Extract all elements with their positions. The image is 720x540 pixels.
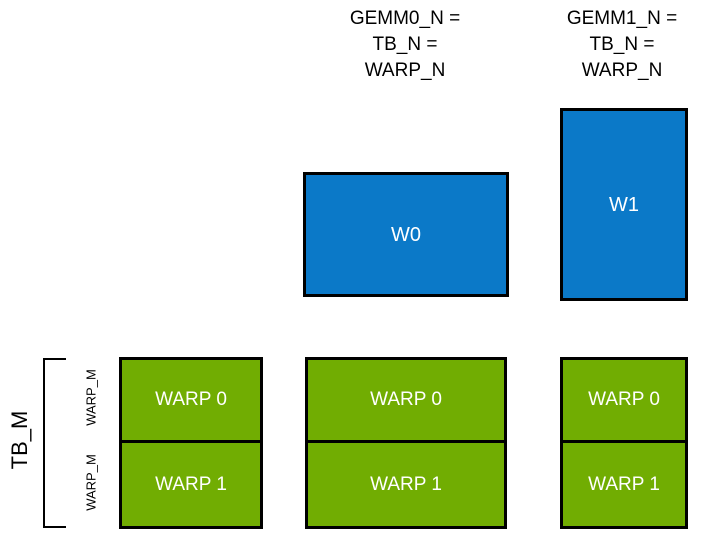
warp-column-1: WARP 0 WARP 1	[305, 357, 507, 529]
column-header-gemm0: GEMM0_N = TB_N = WARP_N	[349, 8, 461, 81]
warp-tile-w1-label: W1	[609, 193, 639, 216]
warp-cell-0-1-label: WARP 1	[155, 473, 227, 495]
warp-cell-1-0: WARP 0	[308, 360, 504, 443]
warp-cell-1-0-label: WARP 0	[370, 389, 442, 410]
warp-cell-2-0: WARP 0	[563, 360, 685, 443]
warp-column-0: WARP 0 WARP 1	[119, 357, 263, 529]
column-header-gemm1: GEMM1_N = TB_N = WARP_N	[566, 8, 678, 81]
warp-tile-w0: W0	[303, 172, 509, 297]
warp-cell-0-1: WARP 1	[122, 443, 260, 526]
warp-cell-1-1-label: WARP 1	[370, 473, 442, 495]
warp-cell-0-0: WARP 0	[122, 360, 260, 443]
warp-cell-1-1: WARP 1	[308, 443, 504, 526]
warp-cell-2-1-label: WARP 1	[588, 473, 660, 495]
tb-m-bracket	[43, 358, 66, 528]
warp-cell-2-0-label: WARP 0	[588, 389, 660, 410]
tb-m-axis-label: TB_M	[7, 410, 32, 470]
warp-m-axis-label-top: WARP_M	[83, 369, 99, 426]
warp-tile-w0-label: W0	[391, 223, 421, 246]
warp-cell-0-0-label: WARP 0	[155, 389, 227, 410]
warp-m-axis-label-bottom: WARP_M	[83, 454, 99, 511]
warp-cell-2-1: WARP 1	[563, 443, 685, 526]
warp-column-2: WARP 0 WARP 1	[560, 357, 688, 529]
warp-tile-w1: W1	[560, 108, 688, 301]
